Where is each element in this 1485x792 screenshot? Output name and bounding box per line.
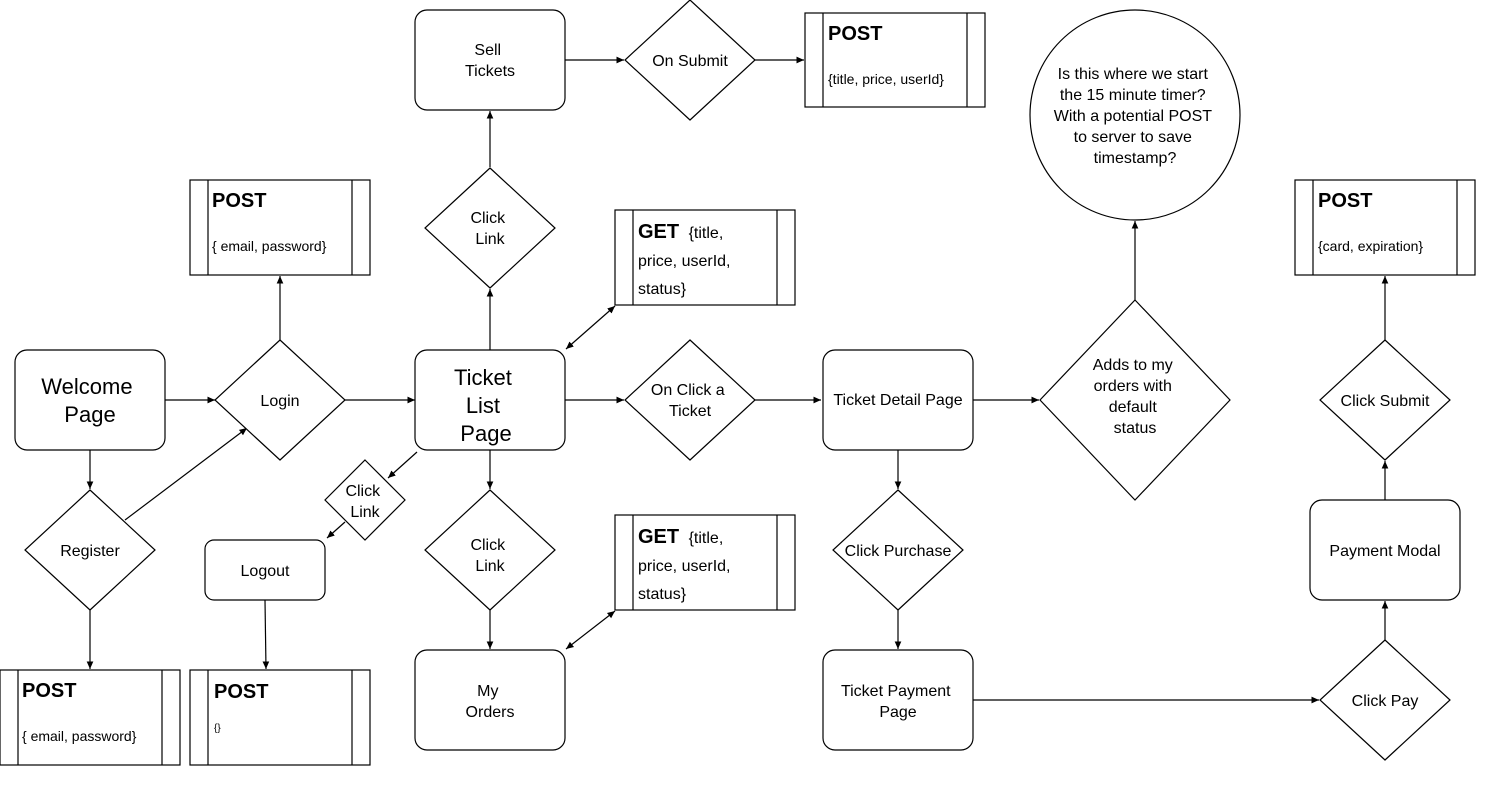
node-click-link-bottom[interactable]: Click Link: [424, 489, 556, 611]
post-logout-method: POST: [214, 681, 268, 703]
post-payment-body: {card, expiration}: [1318, 238, 1423, 254]
request-post-sell[interactable]: POST {title, price, userId}: [804, 12, 986, 108]
node-welcome-page[interactable]: Welcome Page: [14, 349, 166, 451]
click-link-top-label: Click Link: [470, 210, 509, 248]
click-link-bottom-label: Click Link: [470, 537, 509, 575]
node-ticket-detail-page[interactable]: Ticket Detail Page: [822, 349, 974, 451]
request-post-logout[interactable]: POST {}: [189, 669, 371, 766]
get-orders-body: price, userId, status}: [638, 558, 735, 603]
post-logout-body: {}: [214, 723, 221, 734]
ticket-detail-page-label: Ticket Detail Page: [833, 392, 962, 409]
node-ticket-payment-page[interactable]: Ticket Payment Page: [822, 649, 974, 751]
register-label: Register: [60, 543, 120, 560]
node-login[interactable]: Login: [214, 339, 346, 461]
on-submit-label: On Submit: [652, 53, 728, 70]
post-register-body: { email, password}: [22, 728, 137, 744]
post-sell-method: POST: [828, 23, 882, 45]
click-submit-label: Click Submit: [1341, 393, 1430, 410]
ticket-payment-page-label: Ticket Payment Page: [841, 683, 955, 721]
get-tickets-method: GET: [638, 221, 679, 243]
node-my-orders[interactable]: My Orders: [414, 649, 566, 751]
edge-my-orders-get-orders: [565, 610, 616, 650]
payment-modal-label: Payment Modal: [1329, 543, 1440, 560]
edges: [86, 56, 1389, 704]
node-logout[interactable]: Logout: [204, 539, 326, 601]
get-orders-body-inline: {title,: [689, 530, 724, 547]
edge-logout-to-post-logout: [262, 599, 270, 670]
node-click-submit[interactable]: Click Submit: [1319, 339, 1451, 461]
adds-to-orders-label: Adds to my orders with default status: [1093, 357, 1177, 437]
get-tickets-header: GET {title,: [638, 221, 723, 243]
request-post-login[interactable]: POST { email, password}: [189, 179, 371, 276]
post-register-method: POST: [22, 680, 76, 702]
get-orders-header: GET {title,: [638, 526, 723, 548]
request-get-orders[interactable]: GET {title, price, userId, status}: [614, 514, 796, 611]
node-register[interactable]: Register: [24, 489, 156, 611]
node-click-link-small[interactable]: Click Link: [324, 459, 406, 541]
post-login-body: { email, password}: [212, 238, 327, 254]
node-sell-tickets[interactable]: Sell Tickets: [414, 9, 566, 111]
on-click-ticket-label: On Click a Ticket: [651, 382, 729, 420]
node-on-click-ticket[interactable]: On Click a Ticket: [624, 339, 756, 461]
node-click-link-top[interactable]: Click Link: [424, 167, 556, 289]
sell-tickets-label: Sell Tickets: [465, 42, 515, 80]
node-ticket-list-page[interactable]: Ticket List Page: [414, 349, 566, 451]
node-adds-to-orders[interactable]: Adds to my orders with default status: [1039, 299, 1231, 501]
logout-label: Logout: [241, 563, 290, 580]
post-sell-body: {title, price, userId}: [828, 71, 944, 87]
click-purchase-label: Click Purchase: [845, 543, 952, 560]
timer-question-label: Is this where we start the 15 minute tim…: [1054, 66, 1216, 167]
ticket-list-page-label: Ticket List Page: [454, 365, 518, 446]
get-tickets-body: price, userId, status}: [638, 253, 735, 298]
edge-ticket-list-get-tickets: [565, 305, 616, 350]
node-payment-modal[interactable]: Payment Modal: [1309, 499, 1461, 601]
node-timer-question[interactable]: Is this where we start the 15 minute tim…: [1029, 9, 1241, 221]
node-click-purchase[interactable]: Click Purchase: [832, 489, 964, 611]
get-tickets-body-inline: {title,: [689, 225, 724, 242]
click-link-small-label: Click Link: [345, 483, 384, 521]
edge-register-to-login: [124, 427, 248, 521]
my-orders-label: My Orders: [466, 683, 515, 721]
post-payment-method: POST: [1318, 190, 1372, 212]
get-orders-method: GET: [638, 526, 679, 548]
request-post-register[interactable]: POST { email, password}: [0, 669, 181, 766]
request-get-tickets[interactable]: GET {title, price, userId, status}: [614, 209, 796, 306]
edge-ticket-list-to-click-link-small: [387, 451, 418, 479]
edge-click-link-small-to-logout: [326, 521, 346, 539]
request-post-payment[interactable]: POST {card, expiration}: [1294, 179, 1476, 276]
login-label: Login: [260, 393, 299, 410]
click-pay-label: Click Pay: [1352, 693, 1419, 710]
post-login-method: POST: [212, 190, 266, 212]
node-on-submit[interactable]: On Submit: [624, 0, 756, 121]
node-click-pay[interactable]: Click Pay: [1319, 639, 1451, 761]
welcome-page-label: Welcome Page: [41, 374, 138, 427]
